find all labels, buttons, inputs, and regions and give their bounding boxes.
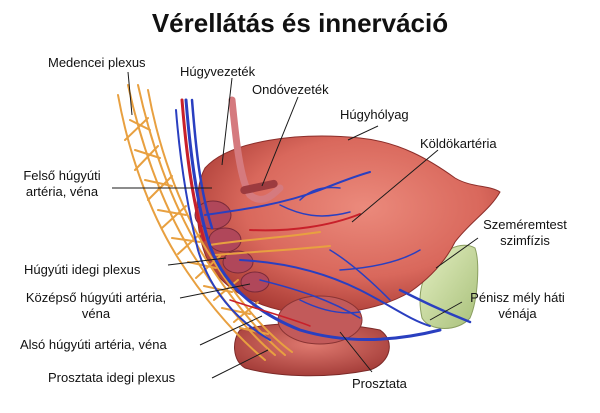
label-szemeremtest-line2: szimfízis — [500, 233, 550, 248]
label-also-arteria: Alsó húgyúti artéria, véna — [20, 337, 167, 352]
diagram-title: Vérellátás és innerváció — [151, 8, 449, 38]
leader-szemerem — [435, 237, 479, 269]
leader-prosztata-ideg — [211, 349, 269, 379]
leader-penisz — [429, 301, 463, 321]
label-hugyvezetek: Húgyvezeték — [180, 64, 256, 79]
label-ondovezetek: Ondóvezeték — [252, 82, 329, 97]
leader-hugyuti-ideg — [167, 257, 227, 266]
label-prosztata: Prosztata — [352, 376, 407, 391]
label-penisz-line1: Pénisz mély háti — [470, 290, 565, 305]
leader-medencei — [127, 71, 133, 116]
label-szemeremtest-line1: Szeméremtest — [483, 217, 567, 232]
label-kozepso-line1: Középső húgyúti artéria, — [25, 290, 167, 305]
label-szemeremtest: Szeméremtest szimfízis — [475, 217, 575, 249]
label-felso-arteria-line1: Felső húgyúti — [23, 168, 101, 183]
vas-deferens-cut — [240, 179, 278, 195]
leader-hugyholyag — [347, 125, 379, 141]
label-hugyuti-idegi-plexus: Húgyúti idegi plexus — [24, 262, 141, 277]
label-medencei-plexus: Medencei plexus — [48, 55, 146, 70]
label-prosztata-idegi-plexus: Prosztata idegi plexus — [48, 370, 176, 385]
label-felso-arteria-line2: artéria, véna — [25, 184, 99, 199]
prostate-shape — [277, 295, 363, 345]
leader-koldok — [351, 149, 439, 223]
label-koldokarteria: Köldökartéria — [420, 136, 497, 151]
leader-prosztata — [339, 331, 373, 373]
seminal-vesicles — [194, 200, 270, 293]
leader-also — [199, 315, 263, 346]
label-kozepso-arteria: Középső húgyúti artéria, véna — [6, 290, 186, 322]
label-kozepso-line2: véna — [81, 306, 111, 321]
leader-lines — [112, 71, 479, 379]
leader-hugyvezetek — [221, 77, 233, 166]
label-penisz-vena: Pénisz mély háti vénája — [460, 290, 575, 322]
label-felso-arteria: Felső húgyúti artéria, véna — [8, 168, 116, 200]
label-penisz-line2: vénája — [498, 306, 537, 321]
vessels — [175, 98, 472, 341]
label-hugyholyag: Húgyhólyag — [340, 107, 409, 122]
nerve-plexus — [117, 84, 331, 361]
vas-deferens-shape — [228, 96, 284, 203]
leader-kozepso — [179, 283, 251, 299]
leader-ondovezetek — [261, 96, 299, 187]
